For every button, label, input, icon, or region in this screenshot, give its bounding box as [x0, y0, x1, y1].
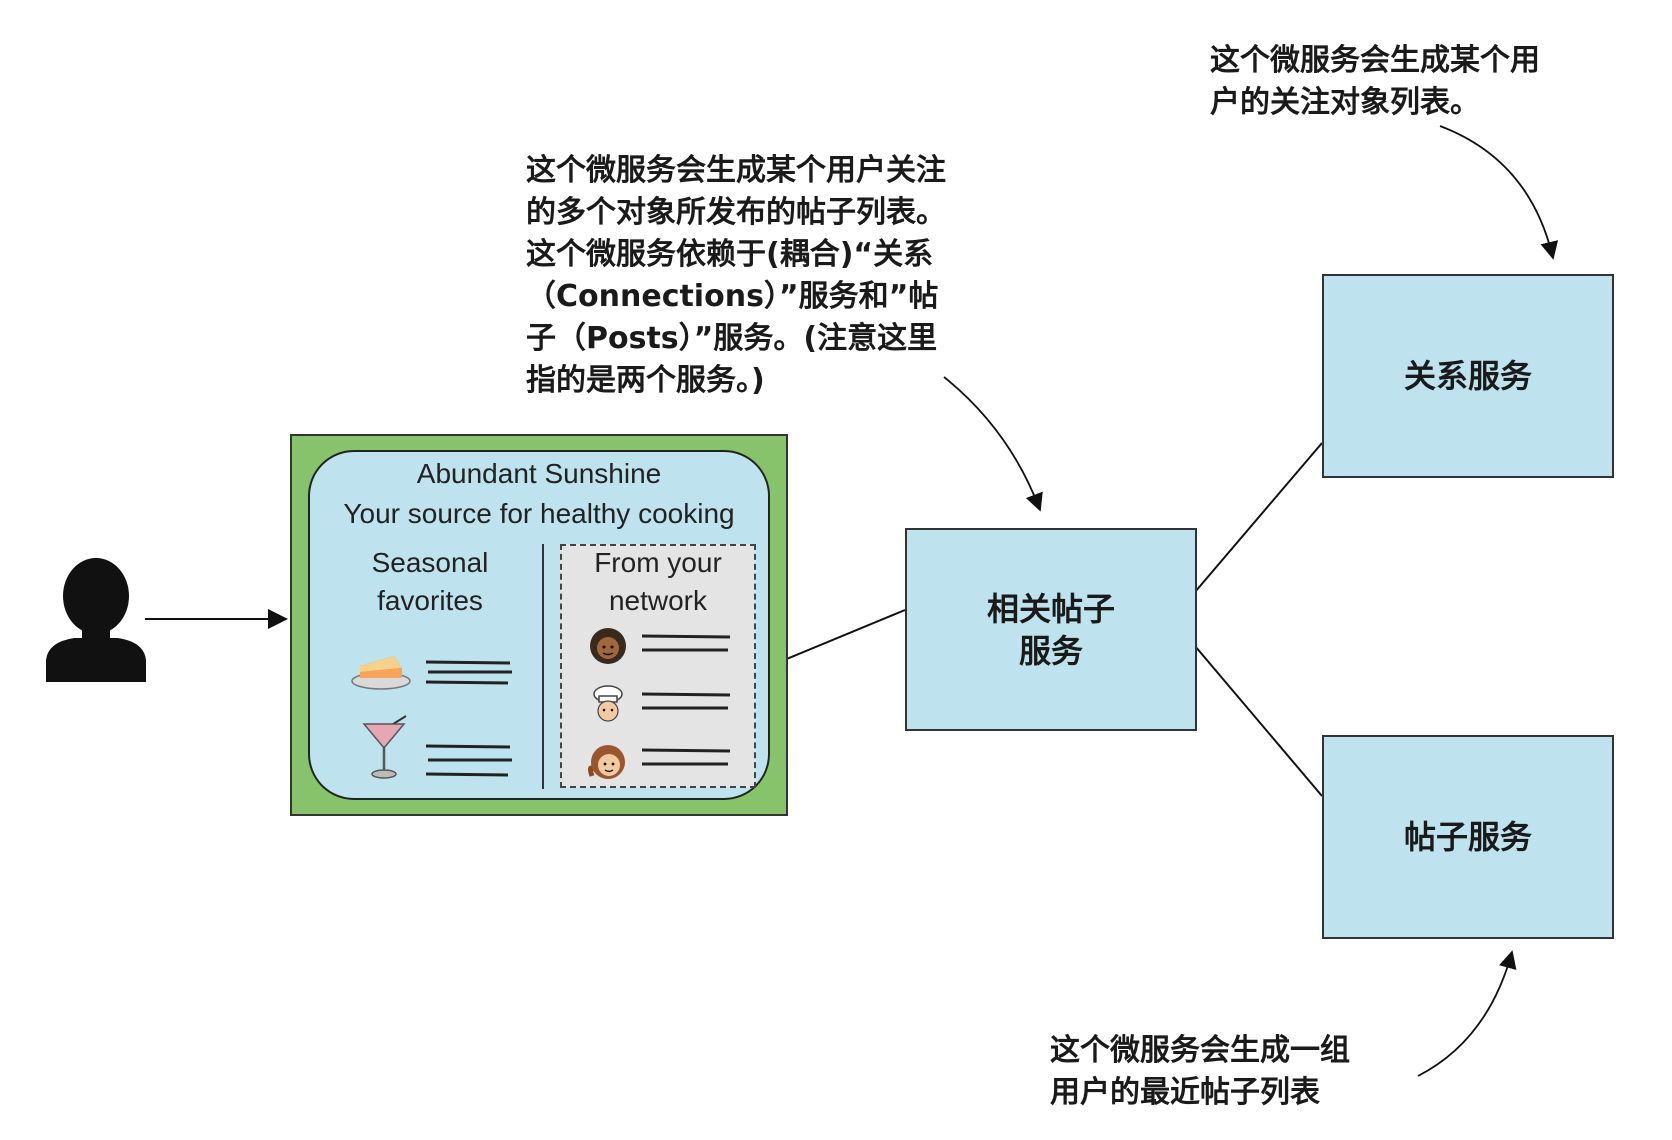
- app-title: Abundant Sunshine: [416, 458, 662, 489]
- cake-icon[interactable]: [350, 648, 412, 690]
- seasonal-favorites-heading: Seasonal favorites: [371, 547, 489, 616]
- posts-callout-arrow: [1417, 950, 1517, 1077]
- posts-service-box[interactable]: 帖子服务: [1322, 735, 1614, 939]
- ponytail-person-icon[interactable]: [586, 742, 628, 782]
- connections-callout-arrow: [1439, 125, 1559, 260]
- network-post-lines: [641, 634, 731, 766]
- posts-service-label: 帖子服务: [1403, 818, 1532, 856]
- mashup-service-note: 这个微服务会生成某个用户关注 的多个对象所发布的帖子列表。 这个微服务依赖于(耦…: [526, 153, 946, 398]
- connections-service-note: 这个微服务会生成某个用 户的关注对象列表。: [1210, 43, 1540, 120]
- cocktail-icon[interactable]: [360, 714, 412, 780]
- seasonal-post-lines: [425, 660, 512, 777]
- from-your-network-heading: From your network: [594, 547, 722, 616]
- connections-service-box[interactable]: 关系服务: [1322, 274, 1614, 478]
- posts-service-note: 这个微服务会生成一组 用户的最近帖子列表: [1050, 1033, 1350, 1110]
- app-subtitle: Your source for healthy cooking: [343, 498, 735, 529]
- mashup-service-label: 相关帖子 服务: [986, 589, 1115, 670]
- network-feed-panel: From your network: [560, 544, 756, 788]
- connections-service-label: 关系服务: [1403, 357, 1532, 395]
- curly-hair-person-icon[interactable]: [588, 626, 628, 666]
- column-divider: [542, 544, 544, 789]
- chef-icon[interactable]: [590, 684, 626, 724]
- mashup-to-posts-line: [1194, 645, 1323, 797]
- user-silhouette-icon: [46, 558, 146, 682]
- app-screen: Abundant Sunshine Your source for health…: [308, 450, 770, 800]
- mashup-callout-arrow: [943, 376, 1043, 512]
- mashup-to-connections-line: [1194, 442, 1323, 593]
- web-app-frame: Abundant Sunshine Your source for health…: [290, 434, 788, 816]
- mashup-service-box[interactable]: 相关帖子 服务: [905, 528, 1197, 731]
